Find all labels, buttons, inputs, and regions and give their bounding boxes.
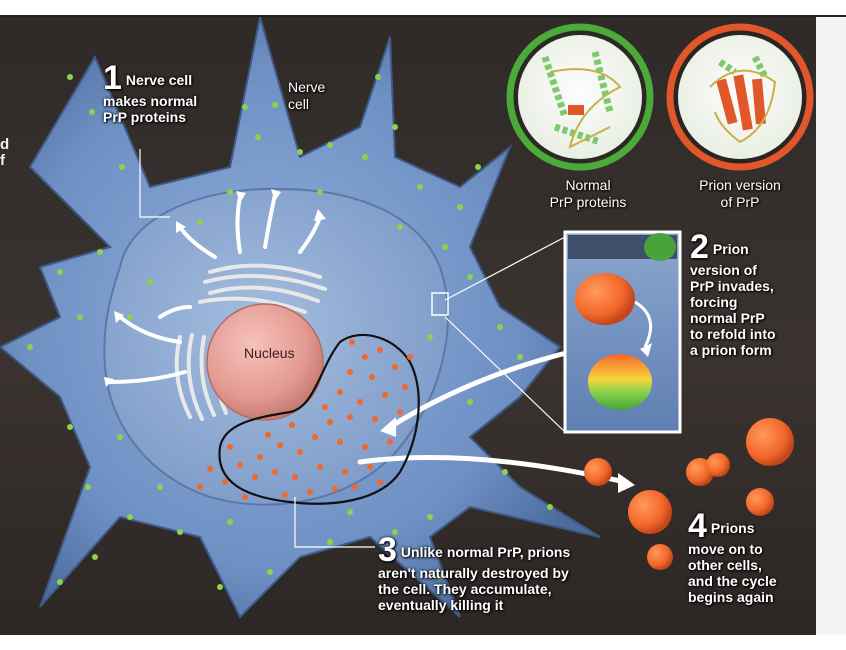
step-4-number: 4 <box>688 507 707 545</box>
nucleus <box>206 303 324 421</box>
step-4-line-3: other cells, <box>688 557 762 573</box>
normal-prp-dots <box>27 74 553 590</box>
page-margin-strip <box>816 17 846 635</box>
step-1-line-3: PrP proteins <box>103 109 186 125</box>
normal-prp-label: Normal PrP proteins <box>548 177 628 211</box>
prion-diagram: d f Nerve cell Nucleus Normal PrP protei… <box>0 17 816 635</box>
step-2-line-4: forcing <box>690 294 738 310</box>
edge-letter-2: f <box>0 152 5 169</box>
leader-lines <box>139 149 566 548</box>
invasion-arrowhead <box>380 417 396 437</box>
edge-text: d f <box>0 137 22 169</box>
step-3-line-4: eventually killing it <box>378 597 504 613</box>
zoom-marker <box>431 292 449 316</box>
prion-version-label-line-1: Prion version <box>699 177 781 193</box>
step-3-line-3: the cell. They accumulate, <box>378 581 552 597</box>
edge-letter-1: d <box>0 136 10 153</box>
step-2-line-1: Prion <box>712 241 749 257</box>
prion-prp-structure <box>666 23 814 171</box>
step-3-line-1: Unlike normal PrP, prions <box>400 544 571 560</box>
exit-arrowhead <box>618 473 635 493</box>
diagram-illustration <box>0 17 814 619</box>
nucleus-label: Nucleus <box>244 345 295 361</box>
prion-version-label-line-2: of PrP <box>720 194 760 210</box>
invasion-arrow <box>387 349 573 430</box>
step-4-line-4: and the cycle <box>688 573 777 589</box>
normal-prp-structure <box>506 23 654 171</box>
top-rule <box>0 15 846 17</box>
golgi-apparatus <box>198 263 327 314</box>
step-2-line-6: to refold into <box>690 326 776 342</box>
transport-arrows <box>108 193 322 384</box>
step-1-line-1: Nerve cell <box>125 72 193 88</box>
step-2-line-3: PrP invades, <box>690 278 774 294</box>
step-4-line-1: Prions <box>710 520 755 536</box>
prion-version-label: Prion version of PrP <box>692 177 788 211</box>
normal-prp-label-line-1: Normal <box>565 177 611 193</box>
nerve-cell-label: Nerve cell <box>288 79 325 113</box>
step-4-line-2: move on to <box>688 541 763 557</box>
step-1-line-2: makes normal <box>103 93 198 109</box>
step-1-number: 1 <box>103 59 122 97</box>
hand-drawn-outline <box>218 333 420 505</box>
nerve-cell-label-line-2: cell <box>288 96 310 112</box>
arrowheads <box>104 189 326 387</box>
step-3-number: 3 <box>378 531 397 569</box>
normal-prp-label-line-2: PrP proteins <box>549 194 627 210</box>
prion-dots <box>197 339 413 500</box>
step-2-line-7: a prion form <box>690 342 772 358</box>
step-2-line-2: version of <box>690 262 757 278</box>
step-4-line-5: begins again <box>688 589 774 605</box>
refold-inset <box>563 230 682 434</box>
nerve-cell-label-line-1: Nerve <box>288 79 326 95</box>
step-2-number: 2 <box>690 228 709 266</box>
free-prions <box>584 418 794 570</box>
step-2-line-5: normal PrP <box>690 310 765 326</box>
step-3-line-2: aren't naturally destroyed by <box>378 565 569 581</box>
